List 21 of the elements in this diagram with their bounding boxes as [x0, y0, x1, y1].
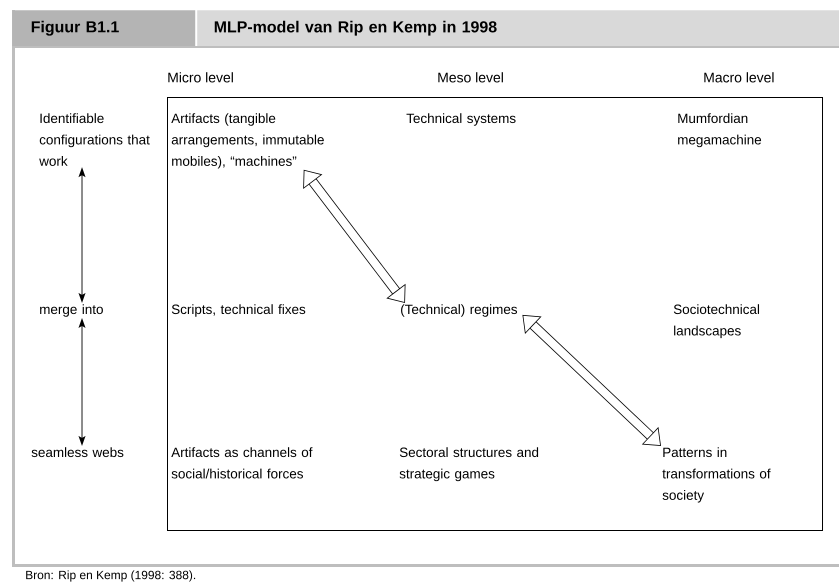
caption: Bron: Rip en Kemp (1998: 388).: [26, 570, 196, 582]
cell-text: Artifacts (tangible arrangements, immutable mobiles), “machines”: [171, 113, 324, 169]
row-label: Identifiable configurations that work: [39, 113, 150, 166]
cell-text: Mumfordian megamachine: [678, 113, 762, 148]
row-label: seamless webs: [32, 447, 124, 458]
frame-box: [167, 97, 823, 531]
double-arrow: [522, 314, 661, 446]
column-label: Meso level: [438, 72, 503, 82]
cell-text: Sociotechnical landscapes: [674, 304, 760, 338]
column-label: Macro level: [704, 72, 774, 82]
title-bar: MLP-model van Rip en Kemp in 1998: [197, 10, 839, 46]
column-label: Micro level: [168, 72, 233, 82]
row-label: merge into: [40, 304, 103, 317]
cell-text: Artifacts as channels of social/historical forces: [171, 447, 312, 478]
cell-text: Sectoral structures and strategic games: [400, 447, 538, 482]
cell-text: Patterns in transformations of society: [662, 447, 771, 503]
cell-text: Technical systems: [406, 113, 516, 126]
header-cell: Figuur B1.1: [12, 10, 196, 46]
cell-text: (Technical) regimes: [401, 304, 518, 317]
double-arrow: [303, 170, 406, 303]
cell-text: Scripts, technical fixes: [172, 304, 306, 317]
